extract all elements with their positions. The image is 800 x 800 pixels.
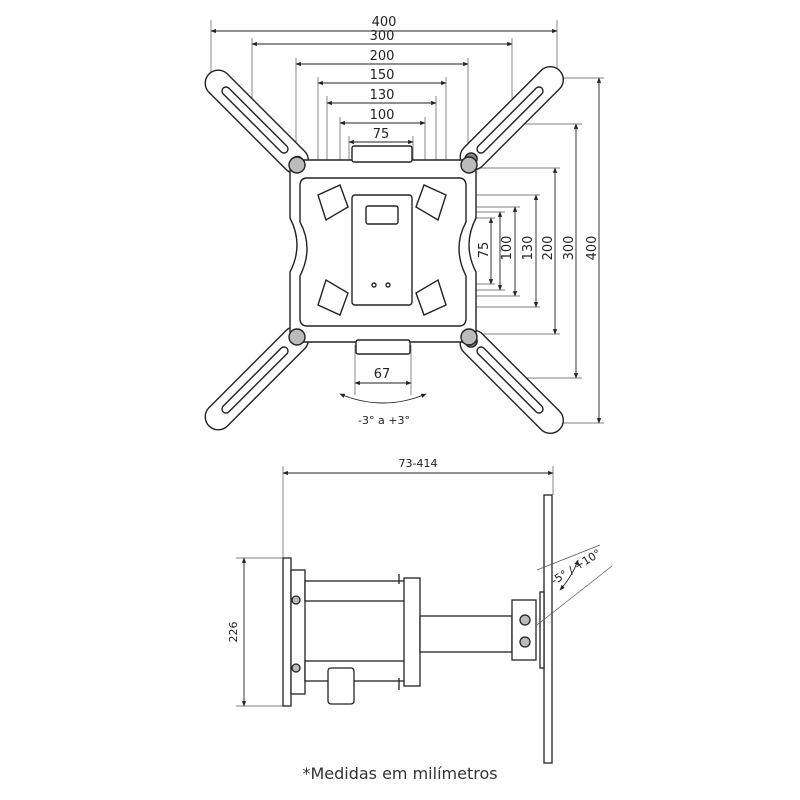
wall-plate	[282, 557, 292, 707]
pivot-screws	[288, 156, 478, 346]
elbow-joint	[403, 577, 421, 687]
vdim-label-200: 200	[541, 236, 556, 261]
height-label: 226	[227, 622, 240, 643]
vdim-label-300: 300	[562, 236, 577, 261]
extension-label: 73-414	[399, 457, 438, 470]
horizontal-dimension-labels: 400 300 200 150 130 100 75	[370, 15, 397, 142]
front-view	[204, 20, 604, 435]
bottom-bracket	[355, 339, 411, 355]
dim-label-400: 400	[372, 15, 397, 30]
dim-label-150: 150	[370, 68, 395, 83]
dim-label-130: 130	[370, 88, 395, 103]
dim-label-300: 300	[370, 29, 395, 44]
vdim-label-75: 75	[477, 242, 492, 259]
vertical-dimension-lines	[488, 77, 602, 424]
center-latch	[365, 205, 399, 225]
horizontal-dimension-lines	[210, 28, 558, 145]
rotation-arc	[339, 393, 427, 404]
side-view	[236, 466, 613, 764]
tv-plate	[543, 494, 553, 764]
corner-pads	[317, 184, 447, 316]
footnote: *Medidas em milímetros	[302, 764, 498, 783]
vdim-label-100: 100	[500, 236, 515, 261]
center-slot	[351, 194, 413, 306]
tilt-arc	[559, 559, 579, 591]
vertical-dimension-labels: 75 100 130 200 300 400	[477, 236, 600, 261]
rotation-label: -3° a +3°	[358, 414, 410, 427]
dim-label-100: 100	[370, 108, 395, 123]
dim-label-200: 200	[370, 49, 395, 64]
adjustment-knob	[327, 667, 355, 705]
bottom-width-label: 67	[374, 367, 391, 382]
plate-inner-outline	[299, 177, 467, 327]
dim-label-75: 75	[373, 127, 390, 142]
top-bracket	[351, 145, 413, 163]
vdim-label-130: 130	[521, 236, 536, 261]
tilt-label: -5° / +10°	[549, 547, 603, 588]
tilt-head	[511, 599, 537, 661]
lower-arm	[304, 660, 412, 682]
second-arm	[419, 615, 513, 653]
wall-bracket	[290, 569, 306, 695]
upper-arm	[304, 580, 412, 602]
vdim-label-400: 400	[585, 236, 600, 261]
